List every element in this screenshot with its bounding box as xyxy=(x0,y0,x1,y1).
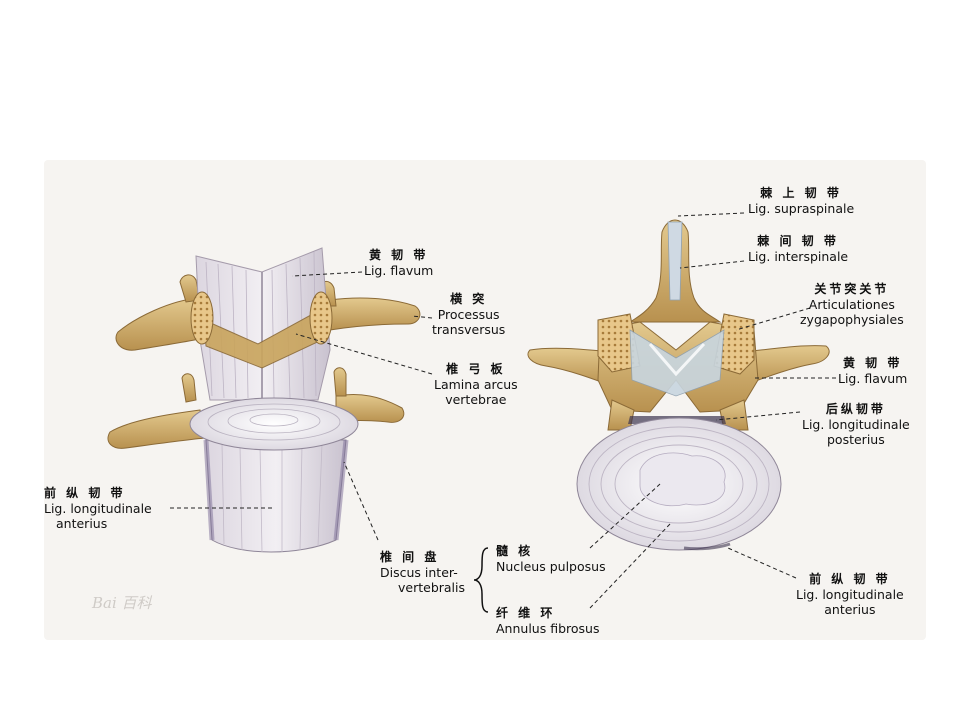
label-articulationes-zygapophysiales: 关节突关节 Articulationes zygapophysiales xyxy=(800,282,904,327)
label-lig-longitudinale-anterius-left: 前 纵 韧 带 Lig. longitudinale anterius xyxy=(44,486,152,531)
supraspinal-ligament xyxy=(667,221,683,301)
label-discus-intervertebralis: 椎 间 盘 Discus inter- vertebralis xyxy=(380,550,466,595)
vertebral-body xyxy=(205,439,347,553)
leader-lines xyxy=(170,212,836,609)
watermark-text: Bai 百科 xyxy=(92,594,152,612)
left-transverse-process-right-view xyxy=(527,347,613,387)
label-lig-flavum-left: 黄 韧 带 Lig. flavum xyxy=(364,248,434,278)
right-vertebra-view xyxy=(527,219,830,551)
nucleus-pulposus xyxy=(639,452,726,507)
baidu-baike-watermark: Bai 百科 xyxy=(92,592,152,613)
lower-left-transverse-process xyxy=(107,409,206,449)
bracket xyxy=(473,547,489,613)
ligamentum-flavum-sheet xyxy=(195,247,331,401)
intervertebral-disc-left xyxy=(189,397,359,451)
right-transverse-process-right-view xyxy=(741,345,830,387)
label-lig-longitudinale-posterius: 后纵韧带 Lig. longitudinale posterius xyxy=(802,402,910,447)
upper-right-transverse-process xyxy=(329,297,421,331)
label-lig-interspinale: 棘 间 韧 带 Lig. interspinale xyxy=(748,234,849,264)
upper-left-transverse-process xyxy=(115,297,206,351)
right-facet xyxy=(309,291,333,345)
label-lig-flavum-right: 黄 韧 带 Lig. flavum xyxy=(838,356,908,386)
label-processus-transversus: 横 突 Processus transversus xyxy=(432,292,506,337)
left-zygapophysial-joint xyxy=(597,313,641,373)
label-nucleus-pulposus: 髓 核 Nucleus pulposus xyxy=(496,544,606,574)
left-vertebrae-view xyxy=(107,247,421,553)
label-annulus-fibrosus: 纤 维 环 Annulus fibrosus xyxy=(496,606,600,636)
label-lig-supraspinale: 棘 上 韧 带 Lig. supraspinale xyxy=(748,186,855,216)
label-lamina-arcus: 椎 弓 板 Lamina arcus vertebrae xyxy=(434,362,518,407)
left-facet xyxy=(190,291,214,345)
label-lig-longitudinale-anterius-right: 前 纵 韧 带 Lig. longitudinale anterius xyxy=(796,572,904,617)
